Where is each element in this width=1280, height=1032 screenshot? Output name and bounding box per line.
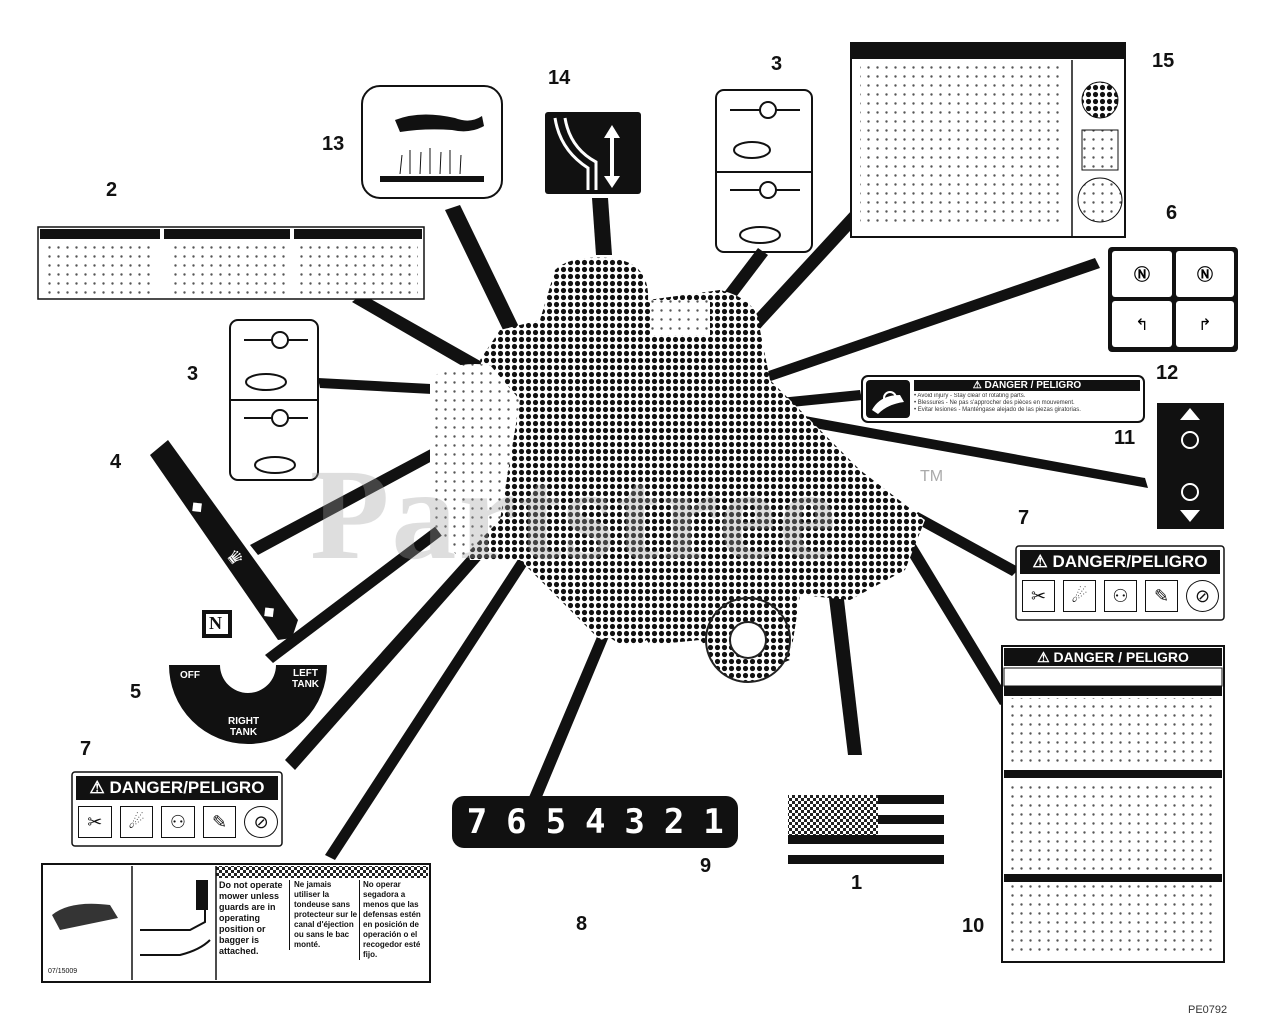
decal-10-banner-text: DANGER / PELIGRO (1053, 649, 1189, 665)
decal-4-neutral-box (202, 610, 232, 638)
leader-15 (734, 210, 862, 345)
fuel-left-tank-word: TANK (292, 679, 320, 690)
leader-6 (728, 258, 1100, 395)
callout-9: 9 (700, 855, 712, 877)
decal-7-left-symbols: ✂ ☄ ⚇ ✎ ⊘ (78, 806, 278, 838)
decal-11-line-1: • Avoid injury - Stay clear of rotating … (914, 393, 1026, 399)
decal-1-flag (788, 795, 944, 865)
warning-triangle-icon: ⚠ (1032, 552, 1048, 571)
decal-8-part-number: 07/15009 (48, 968, 78, 975)
leader-13 (445, 205, 535, 365)
callout-14: 14 (548, 67, 571, 89)
leader-1 (825, 565, 862, 755)
manual-icon: ✎ (1145, 580, 1178, 612)
decal-10-body (1001, 645, 1225, 963)
decal-8-french: Ne jamais utiliser la tondeuse sans prot… (289, 880, 359, 950)
decal-3-symbols (229, 89, 813, 481)
fuel-left-tank-label: LEFT TANK (292, 668, 319, 690)
callout-8: 8 (576, 913, 588, 935)
leader-7-right (910, 512, 1020, 576)
bystander-icon: ⚇ (1104, 580, 1137, 612)
decal-8-spanish: No operar segadora a menos que las defen… (359, 880, 429, 960)
leader-12 (770, 410, 1148, 488)
neutral-n-mark: N (209, 613, 222, 633)
decal-11-text: • Avoid injury - Stay clear of rotating … (914, 393, 1140, 414)
decal-7-right-banner: ⚠ DANGER/PELIGRO (1020, 550, 1220, 574)
svg-text:↰: ↰ (1135, 317, 1148, 334)
figure-code: PE0792 (1188, 1004, 1228, 1016)
leader-10 (890, 518, 1010, 705)
warning-triangle-icon: ⚠ (1037, 649, 1050, 665)
decal-4-throttle-strip: ◆ ♛ ◆ (150, 440, 298, 640)
callout-3-left: 3 (187, 363, 199, 385)
decal-9-height-strip (452, 796, 738, 848)
callout-7-left: 7 (80, 738, 92, 760)
height-digit: 5 (545, 802, 567, 842)
warning-triangle-icon: ⚠ (89, 778, 105, 797)
decal-2-warning-panel (37, 226, 425, 300)
warning-triangle-icon: ⚠ (972, 380, 982, 391)
callout-3-top: 3 (771, 53, 783, 75)
fuel-left-word: LEFT (293, 668, 319, 679)
decal-7-right-banner-text: DANGER/PELIGRO (1052, 552, 1208, 571)
decal-10-banner: ⚠ DANGER / PELIGRO (1004, 648, 1222, 666)
trademark-mark: TM (920, 468, 944, 485)
callout-10: 10 (962, 915, 985, 937)
callout-15: 15 (1152, 50, 1175, 72)
height-digit: 4 (585, 802, 606, 842)
fuel-right-tank-label: RIGHT TANK (228, 716, 259, 738)
manual-icon: ✎ (202, 806, 237, 838)
decal-11-line-2: • Blessures - Ne pas s'approcher des piè… (914, 400, 1075, 406)
callout-5: 5 (130, 681, 142, 703)
callout-6: 6 (1166, 202, 1178, 224)
height-digit: 3 (624, 802, 645, 842)
leader-2 (352, 294, 505, 385)
decal-7-left-banner-text: DANGER/PELIGRO (109, 778, 265, 797)
leader-14 (592, 198, 612, 255)
no-step-icon: ⊘ (244, 806, 278, 838)
decal-13-hot-surface (361, 85, 503, 199)
callout-7-right: 7 (1018, 507, 1030, 529)
decal-6-steering-symbols: Ⓝ Ⓝ ↰ ↱ (1108, 247, 1238, 352)
height-digit: 6 (506, 802, 527, 842)
decal-11-banner-text: DANGER / PELIGRO (984, 380, 1082, 391)
callout-2: 2 (106, 179, 118, 201)
no-step-icon: ⊘ (1186, 580, 1219, 612)
foot-hazard-icon: ✂ (78, 806, 112, 838)
callout-13: 13 (322, 133, 345, 155)
height-digit: 7 (466, 802, 488, 842)
decal-8-english: Do not operate mower unless guards are i… (219, 880, 283, 956)
callout-4: 4 (110, 451, 122, 473)
decal-14-lift-lever (545, 112, 641, 194)
decal-12-speed-control (1157, 403, 1224, 529)
decal-7-left-banner: ⚠ DANGER/PELIGRO (76, 776, 278, 800)
decal-15-caution-panel (850, 42, 1126, 238)
svg-text:↱: ↱ (1198, 317, 1211, 334)
callout-12: 12 (1156, 362, 1179, 384)
callout-11: 11 (1114, 427, 1136, 449)
fuel-off-label: OFF (180, 670, 200, 681)
height-digit: 2 (663, 802, 685, 842)
decal-8-body (41, 863, 431, 983)
decal-5-fuel-selector (169, 664, 327, 744)
bystander-icon: ⚇ (161, 806, 195, 838)
foot-hazard-icon: ✂ (1022, 580, 1055, 612)
partstree-watermark: Partstree (310, 443, 839, 587)
callout-1: 1 (851, 872, 863, 894)
thrown-object-icon: ☄ (1063, 580, 1096, 612)
fuel-right-word: RIGHT (228, 716, 260, 727)
fuel-right-tank-word: TANK (230, 727, 258, 738)
height-digit: 1 (703, 802, 724, 842)
decal-7-right-symbols: ✂ ☄ ⚇ ✎ ⊘ (1022, 580, 1222, 612)
mower-illustration (430, 257, 925, 683)
thrown-object-icon: ☄ (119, 806, 154, 838)
decal-11-banner: ⚠ DANGER / PELIGRO (914, 380, 1140, 391)
svg-text:Ⓝ: Ⓝ (1134, 265, 1150, 284)
decal-11-line-3: • Evitar lesiones - Manténgase alejado d… (914, 407, 1081, 413)
svg-text:Ⓝ: Ⓝ (1197, 265, 1213, 284)
